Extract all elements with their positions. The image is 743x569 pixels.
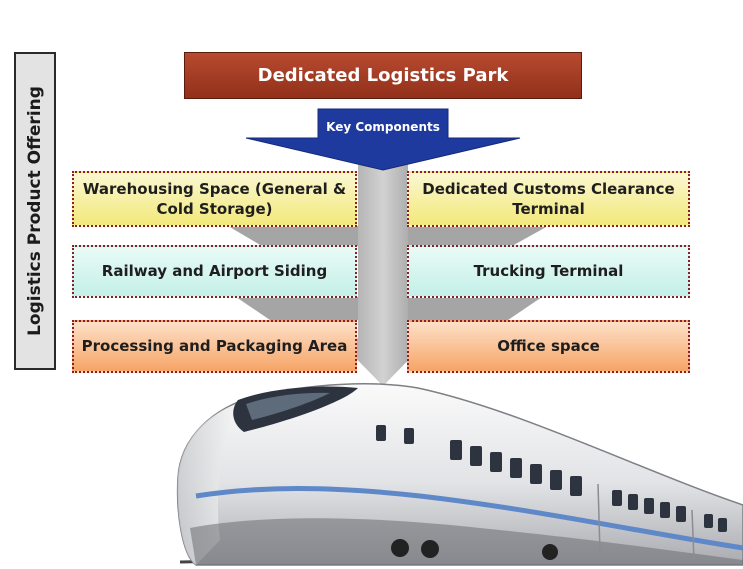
key-components-label: Key Components [326, 120, 440, 134]
component-trucking-terminal: Trucking Terminal [407, 245, 690, 298]
high-speed-train-image [176, 382, 743, 566]
key-components-arrow [245, 108, 521, 171]
component-railway-airport-siding: Railway and Airport Siding [72, 245, 357, 298]
dedicated-logistics-park-title: Dedicated Logistics Park [184, 52, 582, 99]
component-warehousing-space: Warehousing Space (General & Cold Storag… [72, 171, 357, 227]
component-office-space: Office space [407, 320, 690, 373]
component-processing-packaging-area: Processing and Packaging Area [72, 320, 357, 373]
grey-connector-arrow [228, 162, 548, 386]
logistics-product-offering-label: Logistics Product Offering [14, 52, 56, 370]
component-customs-clearance-terminal: Dedicated Customs Clearance Terminal [407, 171, 690, 227]
